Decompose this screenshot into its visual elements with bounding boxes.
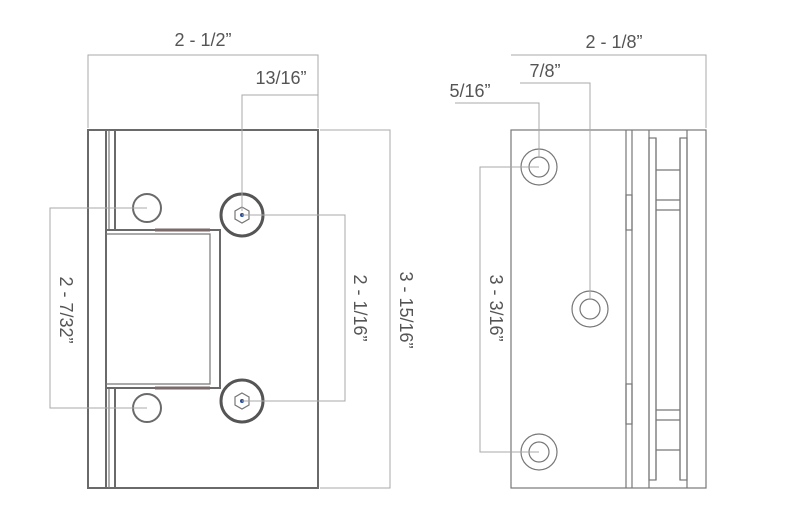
side-body-outline: [510, 129, 707, 489]
front-hole-spacing-label: 2 - 7/32”: [56, 276, 76, 343]
front-screw-spacing-label: 2 - 1/16”: [350, 274, 370, 341]
front-width-label: 2 - 1/2”: [174, 30, 231, 50]
side-view: 2 - 1/8” 7/8” 5/16” 3 - 3/16”: [449, 32, 707, 489]
front-height-label: 3 - 15/16”: [396, 271, 416, 348]
side-width-label: 2 - 1/8”: [585, 32, 642, 52]
front-plate-outline: [87, 129, 319, 489]
side-edge-offset-label: 5/16”: [449, 81, 490, 101]
side-center-offset-label: 7/8”: [529, 61, 560, 81]
side-hole-spacing-label: 3 - 3/16”: [486, 274, 506, 341]
front-view: 2 - 1/2” 13/16” 2 - 7/32” 2 - 1/16” 3 - …: [49, 30, 416, 489]
hinge-pocket: [105, 229, 221, 389]
front-screw-offset-label: 13/16”: [255, 68, 306, 88]
